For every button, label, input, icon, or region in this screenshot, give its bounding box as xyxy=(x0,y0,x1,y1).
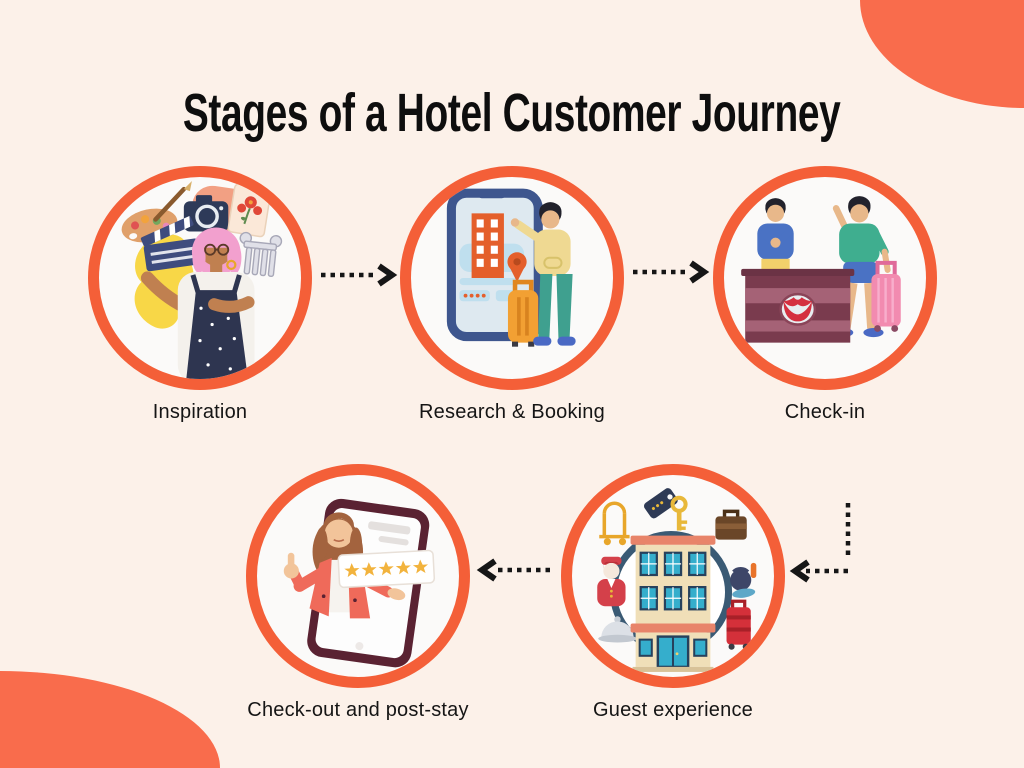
stage-label-check-out: Check-out and post-stay xyxy=(247,699,469,721)
luggage-cart-icon xyxy=(599,501,630,546)
fitness-gear-icon xyxy=(730,562,757,598)
woman-figure xyxy=(140,227,255,379)
page-title: Stages of a Hotel Customer Journey xyxy=(183,83,841,144)
stage-check-out: Check-out and post-stay xyxy=(246,464,470,722)
suitcase-icon xyxy=(507,279,539,347)
brown-suitcase-icon xyxy=(715,509,747,540)
stage-label-check-in: Check-in xyxy=(784,401,866,423)
food-cloche-icon xyxy=(598,616,637,643)
stage-circle xyxy=(713,166,937,390)
rating-chip-icon xyxy=(459,290,490,302)
stage-label-inspiration: Inspiration xyxy=(152,401,248,423)
hotel-building-icon xyxy=(630,535,716,672)
five-star-rating-card xyxy=(337,549,436,589)
review-phone-illustration xyxy=(283,498,436,668)
flower-card-icon xyxy=(227,183,272,238)
stage-circle xyxy=(400,166,624,390)
red-suitcase-icon xyxy=(726,599,751,650)
stage-circle xyxy=(88,166,312,390)
mobile-booking-illustration xyxy=(446,188,576,347)
corner-shape-bottom-left xyxy=(0,671,220,768)
reception-desk-icon xyxy=(741,268,855,343)
room-key-icon xyxy=(644,488,688,531)
stage-inspiration: Inspiration xyxy=(88,166,312,424)
greek-column-icon xyxy=(239,231,283,278)
inspiration-illustration xyxy=(121,181,283,379)
stage-check-in: Check-in xyxy=(713,166,937,424)
arrow-inspiration-to-research xyxy=(318,263,398,287)
stage-circle xyxy=(561,464,785,688)
stage-circle xyxy=(246,464,470,688)
hotel-amenities-illustration xyxy=(597,488,757,672)
receptionist-figure xyxy=(757,198,794,271)
hotel-building-icon xyxy=(471,213,504,278)
paint-brush-icon xyxy=(153,181,192,222)
hotel-logo-icon xyxy=(779,292,817,326)
arrow-checkin-to-guest-experience xyxy=(786,499,856,583)
stage-research-booking: Research & Booking xyxy=(400,166,624,424)
stage-label-research-booking: Research & Booking xyxy=(419,401,605,423)
camera-icon xyxy=(183,195,229,232)
clapperboard-icon xyxy=(140,216,201,272)
arrow-research-to-checkin xyxy=(630,260,710,284)
location-pin-icon xyxy=(507,252,527,283)
arrow-guest-experience-to-checkout xyxy=(476,558,558,582)
pink-suitcase-icon xyxy=(871,260,901,332)
stage-label-guest-experience: Guest experience xyxy=(593,699,753,721)
bellhop-figure xyxy=(597,556,626,607)
traveler-figure xyxy=(510,202,576,346)
reception-desk-illustration xyxy=(741,196,901,343)
stage-guest-experience: Guest experience xyxy=(561,464,785,722)
guest-figure xyxy=(832,196,891,338)
